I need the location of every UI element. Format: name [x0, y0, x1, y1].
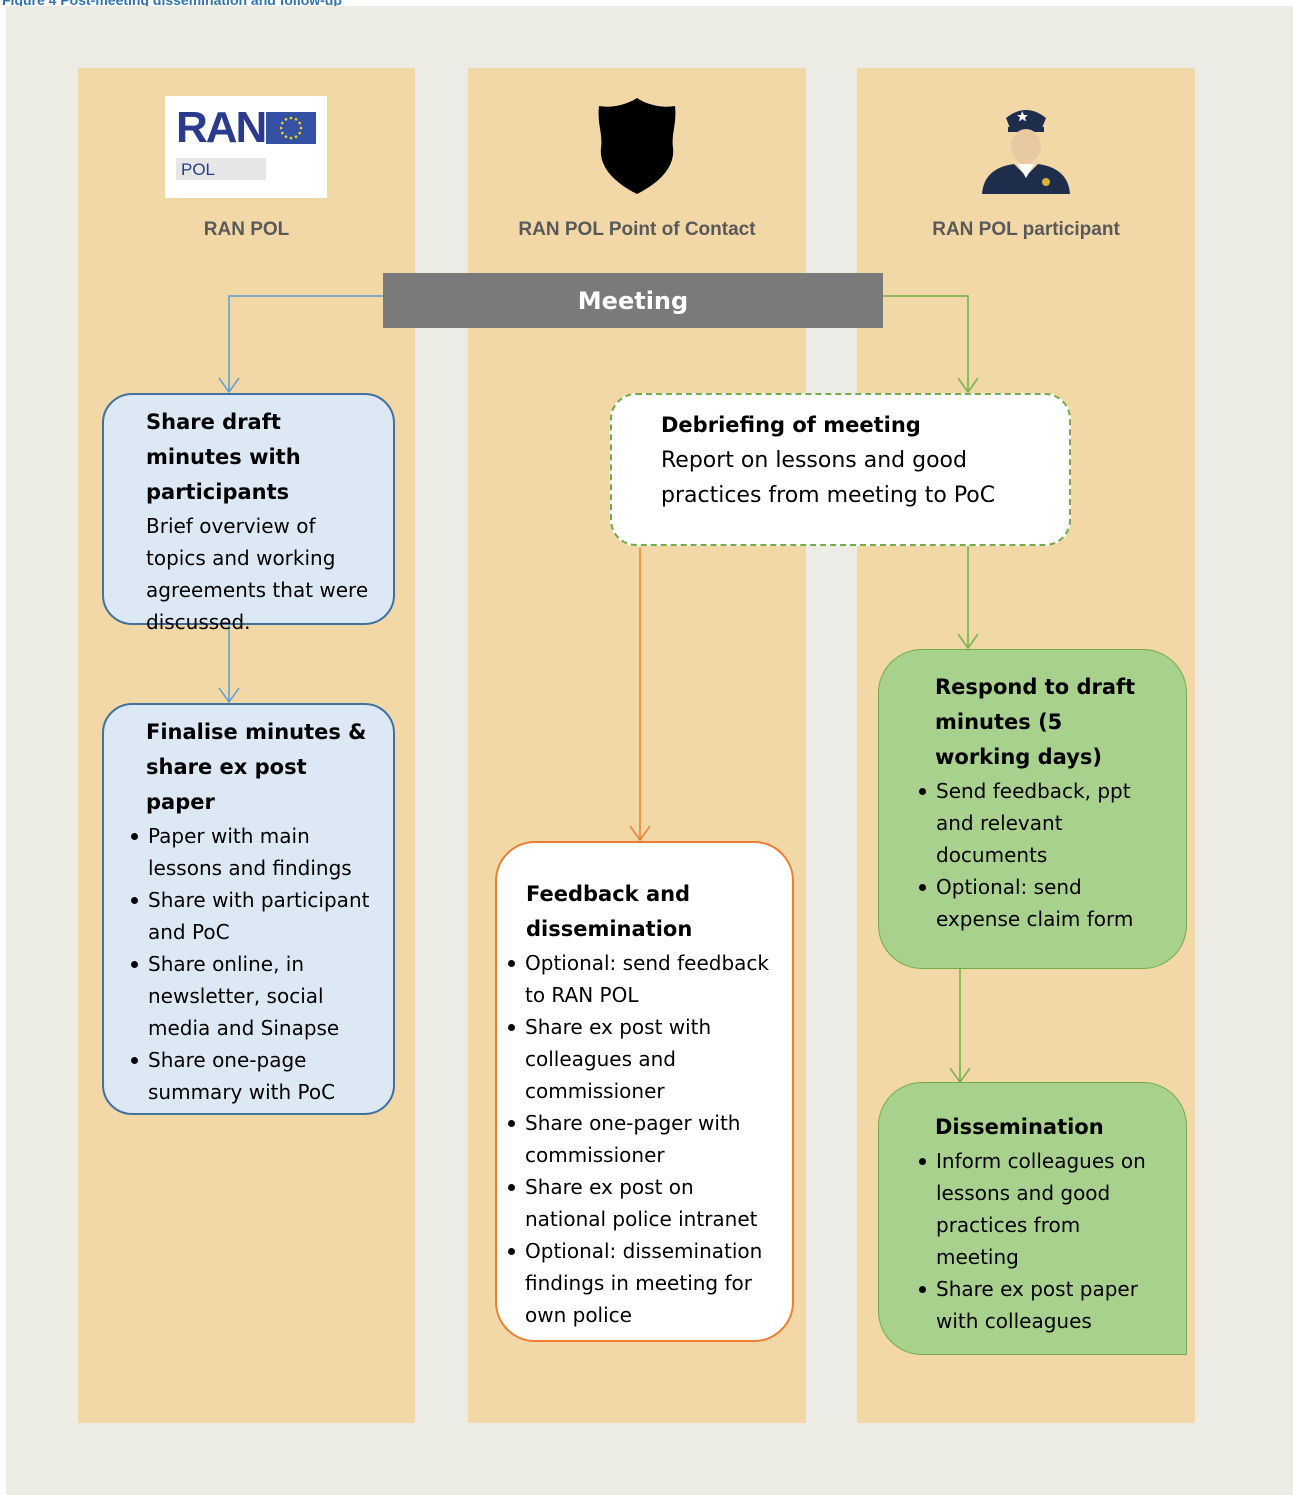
- box-heading: Share draft minutes with participants: [146, 410, 301, 504]
- box-heading: Finalise minutes & share ex post paper: [146, 720, 367, 814]
- list-item: Share ex post paper with colleagues: [916, 1273, 1162, 1337]
- bullet-list: Paper with main lessons and findings Sha…: [128, 820, 379, 1108]
- logo-word: RAN: [176, 103, 267, 152]
- arrow-meeting-to-draft: [228, 295, 383, 392]
- box-heading: Dissemination: [935, 1115, 1104, 1139]
- debriefing-box: Debriefing of meeting Report on lessons …: [610, 393, 1071, 546]
- box-text: Brief overview of topics and working agr…: [146, 514, 369, 634]
- police-officer-icon: [982, 110, 1070, 194]
- box-heading: Debriefing of meeting: [661, 413, 921, 437]
- column-title-point-of-contact: RAN POL Point of Contact: [518, 219, 756, 240]
- list-item: Share ex post with colleagues and commis…: [505, 1011, 780, 1107]
- badge-shield-icon: [598, 98, 676, 194]
- share-draft-minutes-box: Share draft minutes with participants Br…: [102, 393, 395, 634]
- arrow-meeting-to-debrief: [883, 295, 969, 392]
- list-item: Inform colleagues on lessons and good pr…: [916, 1145, 1162, 1273]
- box-heading: Feedback and dissemination: [526, 882, 693, 941]
- bullet-list: Optional: send feedback to RAN POL Share…: [505, 947, 780, 1331]
- list-item: Share with participant and PoC: [128, 884, 379, 948]
- logo-subtitle: POL: [181, 160, 216, 179]
- box-heading: Respond to draft minutes (5 working days…: [935, 675, 1136, 769]
- meeting-bar: Meeting: [383, 273, 883, 328]
- finalise-minutes-box: Finalise minutes & share ex post paper P…: [102, 703, 395, 1115]
- column-title-participant: RAN POL participant: [932, 219, 1120, 240]
- list-item: Share one-pager with commissioner: [505, 1107, 780, 1171]
- list-item: Paper with main lessons and findings: [128, 820, 379, 884]
- eu-flag-icon: [266, 112, 316, 144]
- ran-pol-logo: RAN POL: [165, 96, 327, 198]
- logo-bar: [176, 158, 266, 180]
- feedback-dissemination-box: Feedback and dissemination Optional: sen…: [495, 841, 794, 1342]
- dissemination-box: Dissemination Inform colleagues on lesso…: [878, 1082, 1187, 1355]
- list-item: Share ex post on national police intrane…: [505, 1171, 780, 1235]
- bullet-list: Send feedback, ppt and relevant document…: [916, 775, 1162, 935]
- box-text: Report on lessons and good practices fro…: [661, 448, 996, 508]
- list-item: Share one-page summary with PoC: [128, 1044, 379, 1108]
- column-title-ran-pol: RAN POL: [203, 219, 290, 240]
- list-item: Optional: send expense claim form: [916, 871, 1162, 935]
- list-item: Optional: send feedback to RAN POL: [505, 947, 780, 1011]
- list-item: Optional: dissemination findings in meet…: [505, 1235, 780, 1331]
- respond-to-draft-minutes-box: Respond to draft minutes (5 working days…: [878, 649, 1187, 969]
- list-item: Send feedback, ppt and relevant document…: [916, 775, 1162, 871]
- bullet-list: Inform colleagues on lessons and good pr…: [916, 1145, 1162, 1337]
- list-item: Share online, in newsletter, social medi…: [128, 948, 379, 1044]
- figure-caption: Figure 4 Post-meeting dissemination and …: [2, 0, 342, 8]
